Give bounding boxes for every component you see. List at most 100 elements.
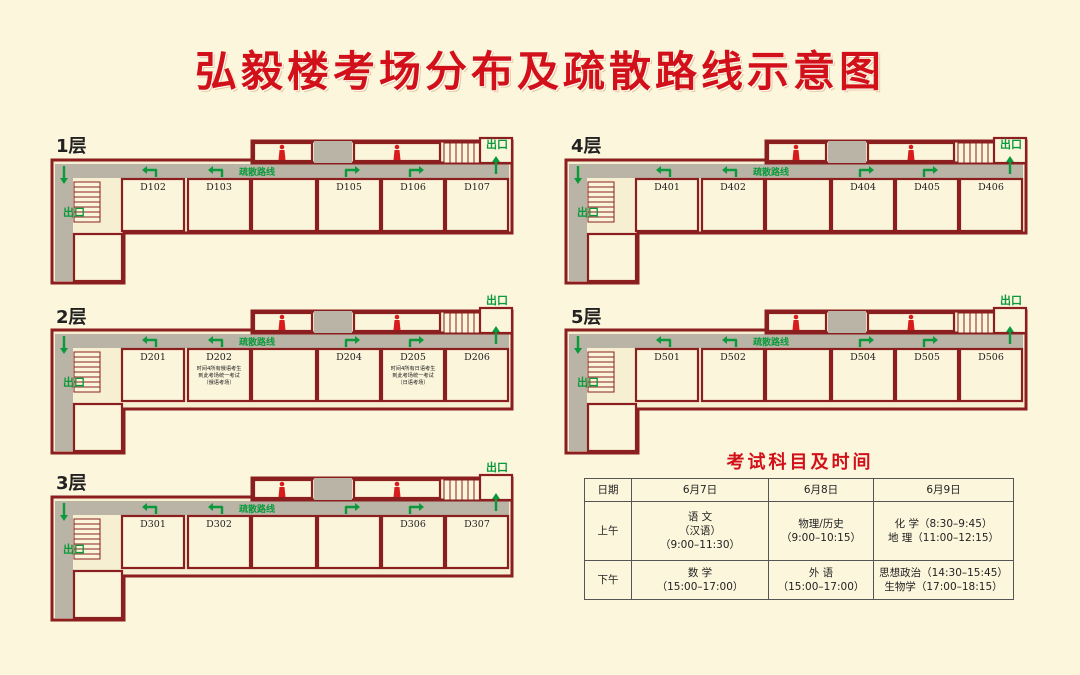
floor-label-5: 5层 [571,307,602,328]
evacuation-arrow-head [656,166,661,174]
room-label: D504 [850,352,876,363]
lower-room [586,402,638,453]
room-label: D107 [464,182,490,193]
evacuation-arrow-head [60,515,68,521]
annex-corridor [314,141,352,163]
lower-room [72,232,124,283]
schedule-cell: 物理/历史 （9:00–10:15） [768,501,874,561]
floor-label-1: 1层 [56,136,87,157]
schedule-row-afternoon: 下午 数 学 （15:00–17:00） 外 语 （15:00–17:00） 思… [584,559,1014,601]
room-note: 到此考场统一考试 [392,371,434,379]
room-label: D501 [654,352,680,363]
exit-label-right: 出口 [1000,293,1022,307]
schedule-cell: 思想政治（14:30–15:45） 生物学（17:00–18:15） [873,559,1014,601]
exit-label-left: 出口 [63,205,85,219]
classroom [958,177,1024,233]
evacuation-arrow [727,168,738,177]
annex-corridor [828,141,866,163]
toilet-icon-body [393,320,401,330]
corridor [569,164,1023,178]
evacuation-arrow-head [208,166,213,174]
room-label: D202 [206,352,232,363]
room-note: （俄语考场） [203,378,234,386]
evacuation-arrow-head [208,336,213,344]
evacuation-arrow-head [492,326,500,332]
toilet-icon [394,144,400,150]
toilet-icon-body [907,320,915,330]
evacuation-arrow [147,505,158,514]
schedule-header-cell: 6月8日 [768,478,874,502]
evacuation-arrow [408,338,419,347]
schedule-line: （9:00–11:30） [659,538,741,551]
classroom [380,347,446,403]
classroom [958,347,1024,403]
classroom [634,347,700,403]
schedule-header-row: 日期 6月7日 6月8日 6月9日 [584,478,1014,502]
schedule-title: 考试科目及时间 [726,452,874,473]
exit-label-right: 出口 [486,460,508,474]
exit-label-right: 出口 [486,137,508,151]
classroom [186,514,252,570]
floor-label-4: 4层 [571,136,602,157]
room-label: D306 [400,519,426,530]
classroom [894,347,960,403]
classroom [120,514,186,570]
classroom [444,347,510,403]
evacuation-arrow-head [1006,326,1014,332]
evacuation-arrow [213,168,224,177]
schedule-line: 数 学 [687,566,713,579]
schedule-line: 外 语 [808,566,834,579]
toilet-icon-body [792,150,800,160]
toilet-icon [908,144,914,150]
schedule-header-cell: 6月9日 [873,478,1014,502]
corridor-vertical [55,334,73,451]
evacuation-arrow-head [574,348,582,354]
annex-corridor [314,311,352,333]
classroom [444,177,510,233]
classroom [700,347,766,403]
classroom [316,177,382,233]
classroom [894,177,960,233]
classroom [316,347,382,403]
room-note: 时间4所有日语考生 [391,364,436,372]
schedule-line: （15:00–17:00） [777,580,865,593]
evacuation-arrow [213,505,224,514]
schedule-cell: 化 学（8:30–9:45） 地 理（11:00–12:15） [873,501,1014,561]
classroom [120,177,186,233]
evacuation-arrow-head [208,503,213,511]
page-title: 弘毅楼考场分布及疏散路线示意图 [194,47,885,96]
classroom [380,177,446,233]
corridor [55,164,509,178]
lower-room [586,232,638,283]
classroom [830,177,896,233]
evacuation-arrow [344,505,355,514]
lower-room [72,402,124,453]
evacuation-route-label: 疏散路线 [753,166,789,178]
evacuation-arrow-head [419,503,424,511]
evacuation-arrow [408,505,419,514]
evacuation-arrow-head [722,336,727,344]
classroom [250,347,318,403]
schedule-line: （汉语） [679,524,721,537]
schedule-cell: 外 语 （15:00–17:00） [768,559,874,601]
room-label: D406 [978,182,1004,193]
evacuation-arrow-head [60,178,68,184]
evacuation-route-label: 疏散路线 [239,336,275,348]
evacuation-arrow-head [869,166,874,174]
schedule-row-morning: 上午 语 文 （汉语） （9:00–11:30） 物理/历史 （9:00–10:… [584,501,1014,561]
classroom [830,347,896,403]
schedule-line: 地 理（11:00–12:15） [887,531,1000,544]
classroom [186,177,252,233]
evacuation-arrow-head [355,166,360,174]
annex-corridor [828,311,866,333]
schedule-header-cell: 日期 [584,478,632,502]
room-label: D201 [140,352,166,363]
room-label: D102 [140,182,166,193]
evacuation-arrow-head [722,166,727,174]
evacuation-arrow [213,338,224,347]
corridor-vertical [55,501,73,618]
stairwell [478,473,514,502]
